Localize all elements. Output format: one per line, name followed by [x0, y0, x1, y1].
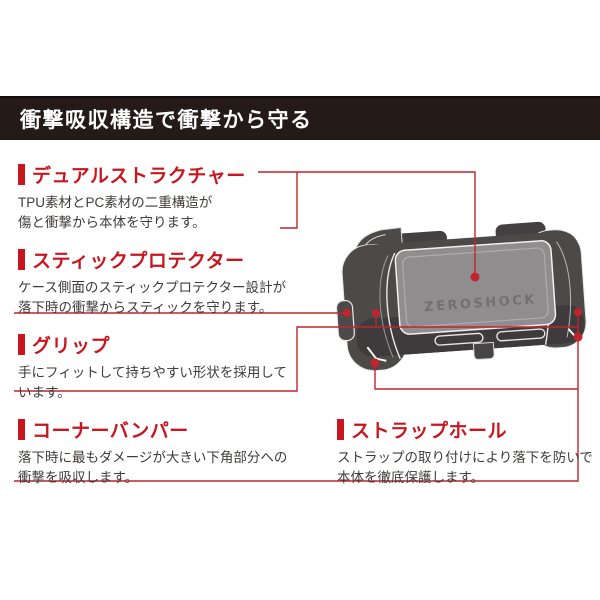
product-case: ZEROSHOCK — [335, 221, 587, 372]
connector-grip — [14, 326, 578, 392]
grip-curve-left-inner — [379, 255, 394, 358]
dot-corner-bumper-left — [370, 358, 380, 368]
feature-title-row: スティックプロテクター — [18, 246, 286, 273]
feature-description: TPU素材とPC素材の二重構造が 傷と衝撃から本体を守ります。 — [18, 193, 246, 233]
connector-lines — [14, 171, 579, 482]
case-vent-slot-left — [434, 332, 484, 346]
feature-grip: グリップ 手にフィットして持ちやすい形状を採用して います。 — [18, 331, 287, 403]
case-stick-protector-ridge — [335, 299, 355, 342]
feature-title: スティックプロテクター — [32, 251, 245, 272]
corner-notch-left — [366, 346, 387, 362]
title-marker-bar — [18, 164, 25, 185]
feature-description: ケース側面のスティックプロテクター設計が 落下時の衝撃からスティックを守ります。 — [18, 278, 286, 318]
page-title: 衝撃吸収構造で衝撃から守る — [20, 109, 313, 132]
grip-curve-right-edge — [556, 241, 572, 338]
title-marker-bar — [18, 249, 25, 270]
feature-title-row: コーナーバンパー — [18, 416, 287, 443]
title-marker-bar — [337, 419, 344, 440]
connector-dual-structure — [258, 171, 476, 277]
feature-description: 手にフィットして持ちやすい形状を採用して います。 — [18, 363, 287, 403]
dot-stick-protector — [343, 309, 351, 317]
title-marker-bar — [18, 419, 25, 440]
feature-title: コーナーバンパー — [32, 421, 189, 442]
feature-body-line: ケース側面のスティックプロテクター設計が — [18, 280, 286, 295]
feature-body-line: 本体を徹底保護します。 — [337, 470, 485, 485]
header-bar: 衝撃吸収構造で衝撃から守る — [0, 96, 600, 140]
feature-title: ストラップホール — [351, 421, 508, 442]
connector-dual-structure-bracket — [280, 172, 298, 229]
case-screen — [394, 240, 557, 335]
feature-body-line: ストラップの取り付けにより落下を防いで — [337, 450, 593, 465]
feature-strap-hole: ストラップホール ストラップの取り付けにより落下を防いで 本体を徹底保護します。 — [337, 416, 593, 488]
feature-stick-protector: スティックプロテクター ケース側面のスティックプロテクター設計が 落下時の衝撃か… — [18, 246, 286, 318]
feature-dual-structure: デュアルストラクチャー TPU素材とPC素材の二重構造が 傷と衝撃から本体を守り… — [18, 161, 246, 233]
feature-body-line: 傷と衝撃から本体を守ります。 — [18, 215, 206, 230]
feature-title-row: デュアルストラクチャー — [18, 161, 246, 188]
title-marker-bar — [18, 334, 25, 355]
feature-corner-bumper: コーナーバンパー 落下時に最もダメージが大きい下角部分への 衝撃を吸収します。 — [18, 416, 287, 488]
grip-curve-left-outer — [386, 252, 401, 360]
dot-dual-structure — [470, 272, 480, 282]
dot-grip-left — [372, 309, 380, 317]
feature-body-line: います。 — [18, 385, 71, 400]
feature-body-line: 衝撃を吸収します。 — [18, 470, 139, 485]
connector-corner-bumper — [374, 363, 578, 390]
feature-title: デュアルストラクチャー — [32, 166, 246, 187]
feature-body-line: 落下時に最もダメージが大きい下角部分への — [18, 450, 288, 465]
feature-description: 落下時に最もダメージが大きい下角部分への 衝撃を吸収します。 — [18, 448, 287, 488]
feature-title: グリップ — [32, 336, 111, 357]
dot-grip-right — [574, 308, 582, 316]
feature-title-row: ストラップホール — [337, 416, 593, 443]
feature-description: ストラップの取り付けにより落下を防いで 本体を徹底保護します。 — [337, 448, 593, 488]
case-screen-inner-line — [402, 247, 549, 328]
case-bottom-clip — [472, 341, 495, 360]
case-vent-slot-right — [496, 328, 546, 342]
feature-body-line: TPU素材とPC素材の二重構造が — [18, 195, 213, 210]
feature-title-row: グリップ — [18, 331, 287, 358]
feature-body-line: 落下時の衝撃からスティックを守ります。 — [18, 300, 273, 315]
dot-strap-hole — [573, 332, 583, 342]
feature-body-line: 手にフィットして持ちやすい形状を採用して — [18, 365, 287, 380]
callout-dots — [343, 272, 583, 368]
connector-strap-hole — [14, 312, 579, 482]
